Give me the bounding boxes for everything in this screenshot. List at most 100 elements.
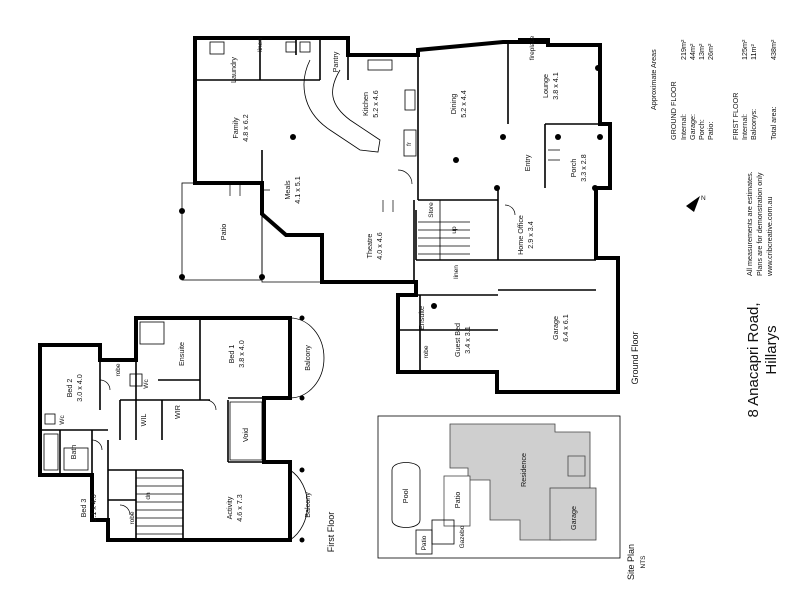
- room-name-patio: Patio: [219, 224, 228, 240]
- ensuite-shower: [139, 321, 165, 345]
- laundry-trough: [209, 41, 225, 55]
- patio-edge: [261, 213, 323, 283]
- room-name-bed3: Bed 3: [79, 499, 88, 518]
- toilet: [285, 41, 297, 53]
- void-outline: [229, 401, 263, 461]
- site-annex: [567, 455, 586, 477]
- room-size-meals: 4.1 x 5.1: [293, 176, 302, 204]
- room-name-robe-bed3: robe: [129, 511, 136, 524]
- site-plan-subtitle: NTS: [640, 555, 647, 569]
- wc-a-pan: [129, 373, 143, 387]
- room-size-garage: 6.4 x 6.1: [561, 314, 570, 342]
- room-size-guest-bed: 3.4 x 3.1: [463, 326, 472, 354]
- areas-first-row-value: 11m²: [749, 44, 758, 60]
- room-name-linen-top: linen: [257, 38, 264, 52]
- site-plan-title: Site Plan: [626, 544, 636, 580]
- room-name-home-office: Home Office: [516, 215, 525, 255]
- areas-first-row-value: 125m²: [740, 39, 749, 60]
- first-stairs: [136, 477, 183, 535]
- areas-ground-row-label: Internal:: [679, 114, 688, 140]
- room-name-robe: robe: [423, 345, 430, 358]
- stair-dn-label: dn: [145, 492, 152, 500]
- room-name-entry: Entry: [523, 154, 532, 171]
- room-name-kitchen: Kitchen: [361, 92, 370, 116]
- column: [494, 185, 500, 191]
- disclaimer-line2: Plans are for demonstration only: [755, 172, 764, 276]
- room-size-dining: 5.2 x 4.4: [459, 90, 468, 118]
- room-size-home-office: 2.9 x 3.4: [526, 221, 535, 249]
- column: [500, 134, 506, 140]
- site-garage-label: Garage: [569, 506, 578, 530]
- column: [555, 134, 561, 140]
- first-internal-walls: [40, 318, 264, 540]
- room-name-store: Store: [428, 202, 435, 218]
- site-gazebo-label: Gazebo: [459, 525, 466, 548]
- room-name-ensuite-first: Ensuite: [177, 342, 186, 366]
- first-floor-plan: [38, 315, 325, 543]
- room-name-robe-bed2: robe: [115, 363, 122, 376]
- room-name-fireplace: fireplace: [529, 35, 536, 60]
- column: [597, 134, 603, 140]
- ground-room-labels: Laundry linen Pantry Family 4.8 x 6.2 Ki…: [219, 35, 588, 358]
- patio-column: [179, 208, 185, 214]
- room-name-wc-a: Wc: [143, 379, 150, 389]
- areas-first-row-label: Balconys:: [749, 109, 758, 140]
- room-name-linen-mid: linen: [453, 265, 460, 279]
- disclaimer: All measurements are estimates. Plans ar…: [745, 171, 774, 277]
- room-name-guest-bed: Guest Bed: [453, 323, 462, 357]
- site-patio-house: [443, 475, 471, 527]
- site-boundary: [377, 415, 621, 559]
- svg-text:N: N: [701, 195, 706, 202]
- room-name-wir: WIR: [173, 405, 182, 419]
- room-size-family: 4.8 x 6.2: [241, 114, 250, 142]
- fridge-label: fr: [406, 141, 413, 146]
- areas-first-row-label: Internal:: [740, 114, 749, 140]
- areas-ground-row-label: Porch:: [697, 119, 706, 140]
- first-floor-outer-wall: [38, 316, 292, 542]
- disclaimer-line1: All measurements are estimates.: [745, 171, 754, 276]
- areas-ground-row-value: 26m²: [706, 43, 715, 60]
- room-name-bed2: Bed 2: [65, 379, 74, 398]
- fridge-space: [403, 129, 417, 157]
- areas-ground-heading: GROUND FLOOR: [669, 81, 678, 140]
- areas-ground-row-value: 44m²: [688, 43, 697, 60]
- area-table: Approximate Areas GROUND FLOOR Internal:…: [649, 39, 778, 140]
- balcony-top-curve: [289, 317, 325, 399]
- disclaimer-website: www.cribcreative.com.au: [765, 197, 774, 278]
- room-name-bath: Bath: [69, 445, 78, 460]
- first-door-swings: [91, 379, 217, 516]
- room-name-laundry: Laundry: [229, 57, 238, 83]
- room-name-activity: Activity: [225, 496, 234, 519]
- room-size-bed3: 3.1 x 4.0: [89, 494, 98, 522]
- site-patio-pool-label: Patio: [421, 535, 428, 550]
- balcony-post: [299, 467, 305, 473]
- column: [453, 157, 459, 163]
- areas-first-heading: FIRST FLOOR: [731, 93, 740, 140]
- first-floor-label: First Floor: [326, 512, 336, 553]
- room-size-kitchen: 5.2 x 4.6: [371, 90, 380, 118]
- areas-ground-row-label: Garage:: [688, 114, 697, 140]
- address-line1: 8 Anacapri Road,: [745, 302, 762, 417]
- areas-ground-row-label: Patio:: [706, 122, 715, 140]
- column: [595, 65, 601, 71]
- wc-b-pan: [44, 413, 56, 425]
- column: [290, 134, 296, 140]
- room-name-pantry: Pantry: [331, 51, 340, 72]
- room-name-balcony-bottom: Balcony: [303, 492, 312, 518]
- room-name-dining: Dining: [449, 94, 458, 114]
- address-line2: Hillarys: [763, 325, 780, 374]
- room-name-ensuite: Ensuite: [417, 306, 426, 330]
- balcony-post: [299, 315, 305, 321]
- room-name-porch: Porch: [569, 159, 578, 178]
- site-residence-label: Residence: [519, 453, 528, 487]
- door-swings: [229, 149, 560, 216]
- room-size-activity: 4.6 x 7.3: [235, 494, 244, 522]
- cooktop: [404, 89, 416, 111]
- room-name-garage: Garage: [551, 316, 560, 340]
- areas-ground-row-value: 13m²: [697, 43, 706, 60]
- site-pool-label: Pool: [401, 488, 410, 503]
- room-name-lounge: Lounge: [541, 74, 550, 98]
- room-name-meals: Meals: [283, 180, 292, 200]
